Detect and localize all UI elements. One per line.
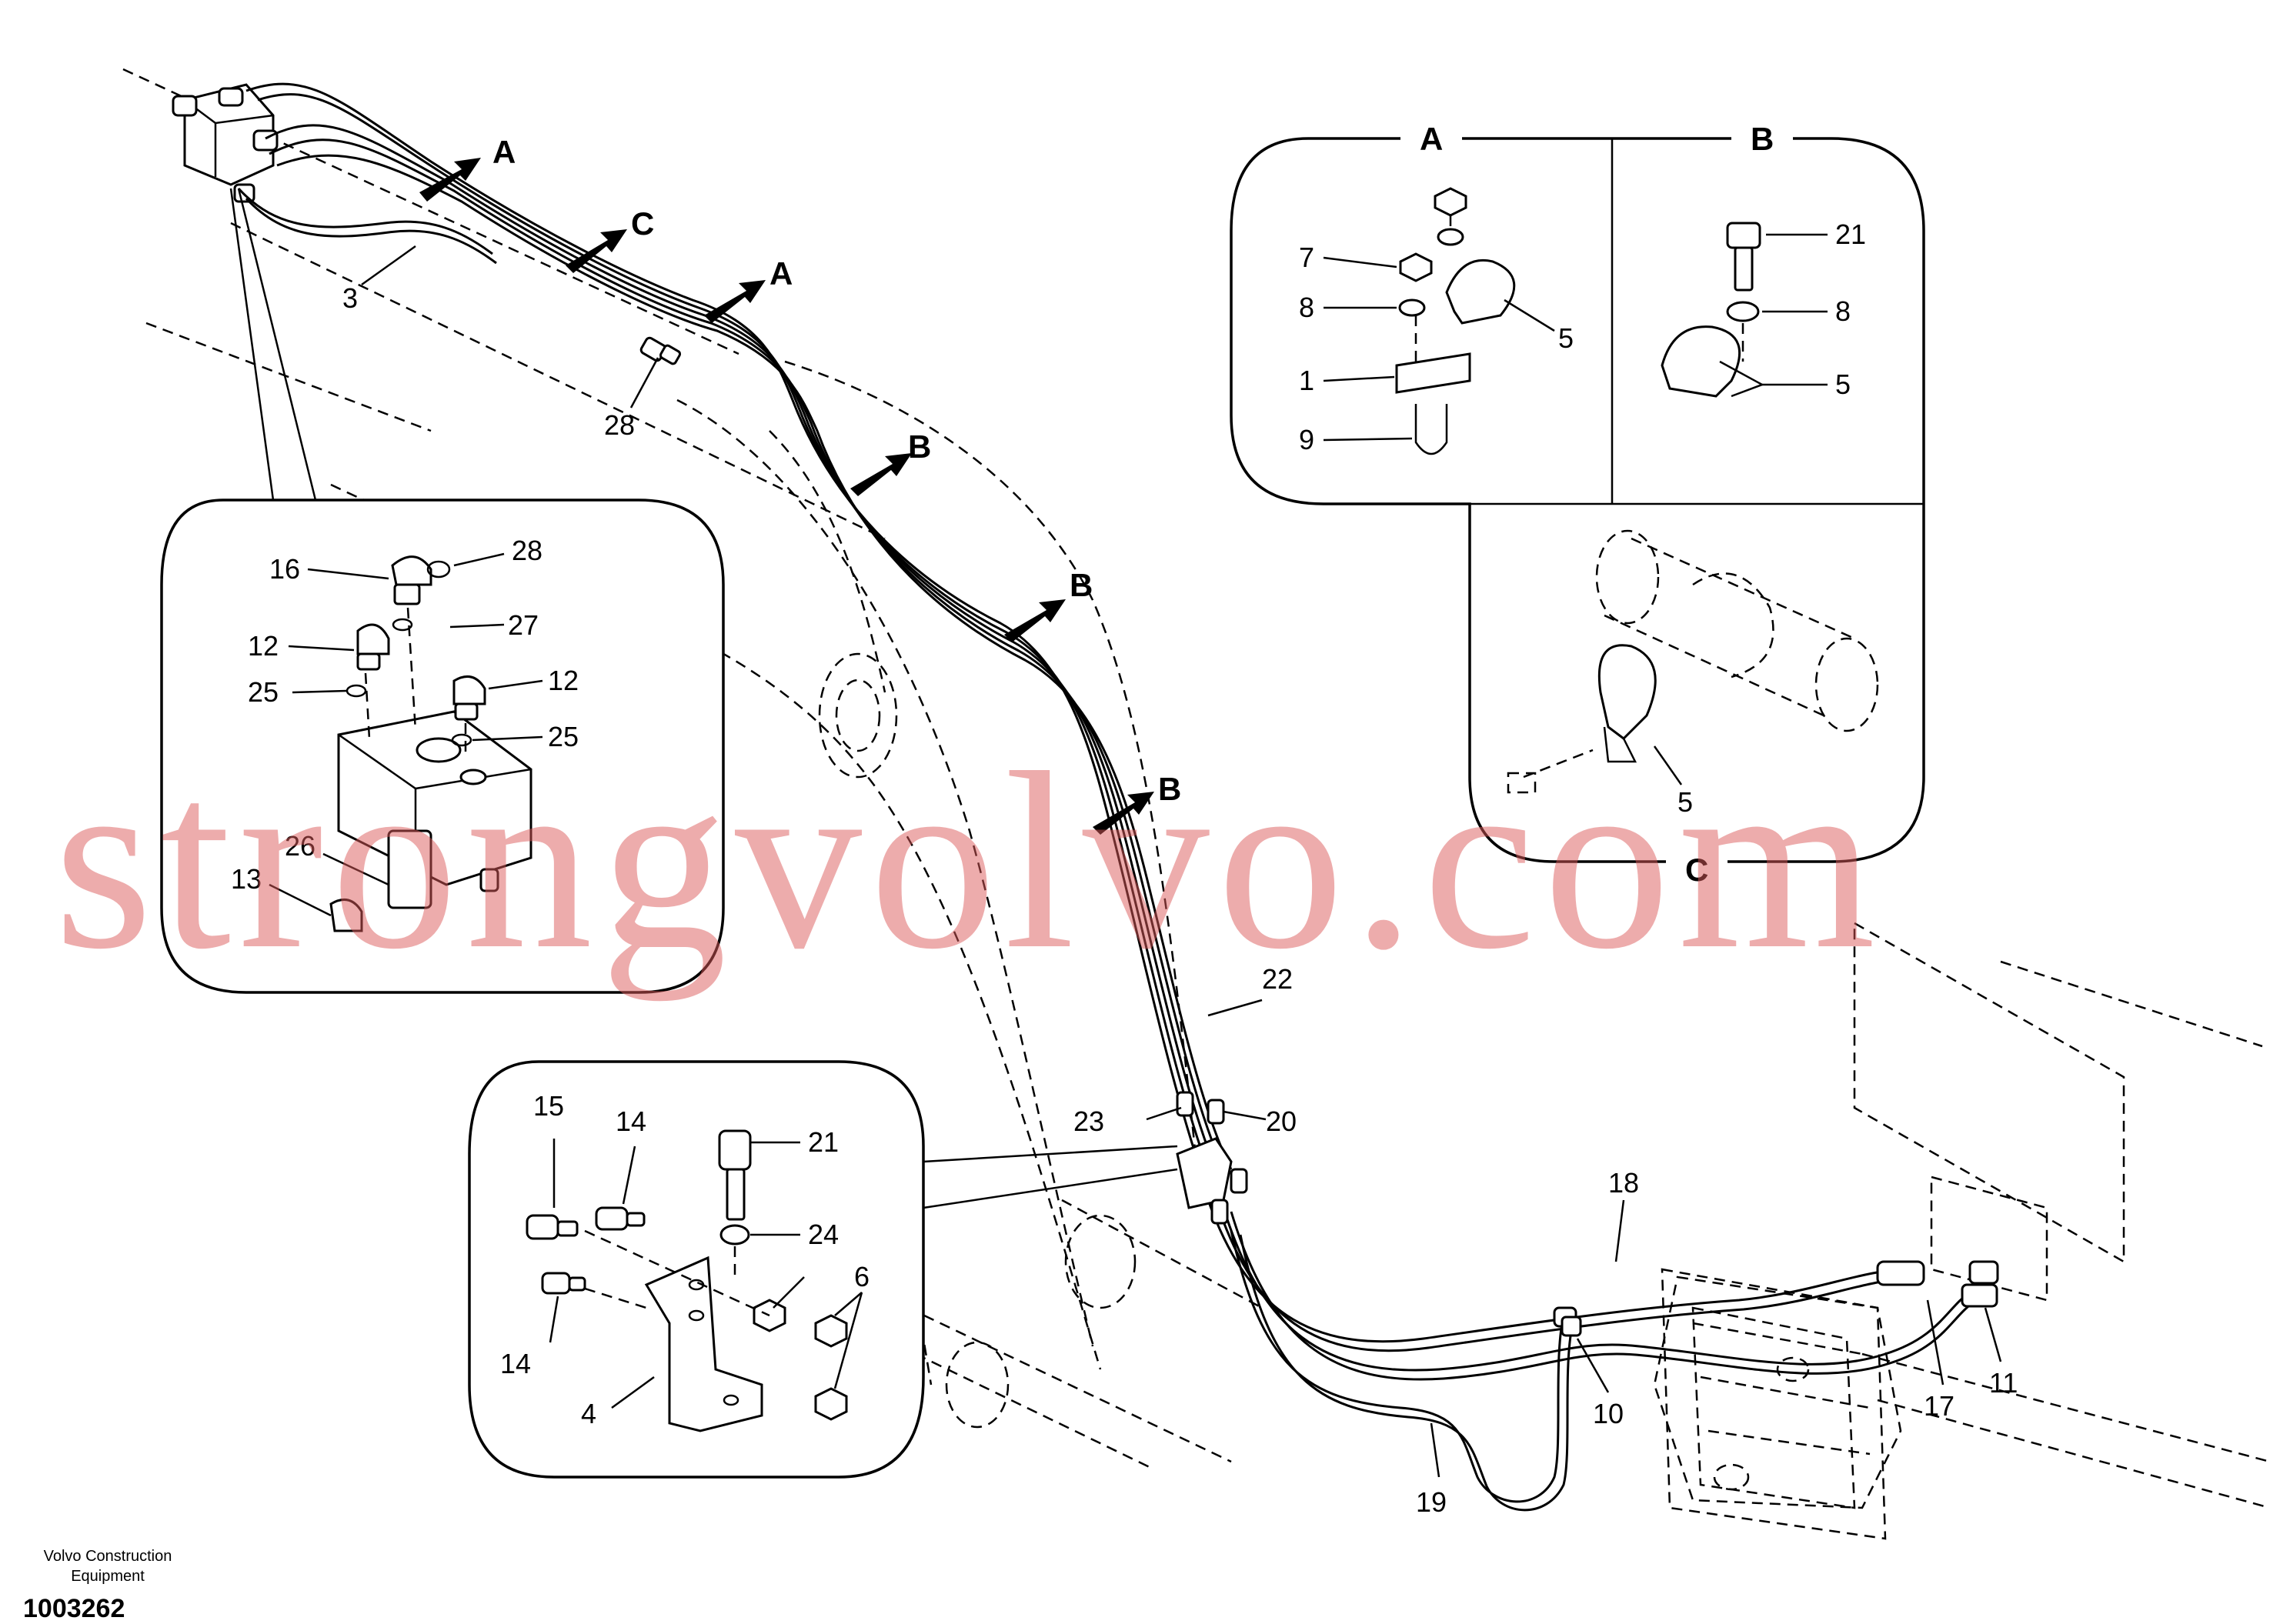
callout-24: 24 (808, 1219, 839, 1250)
callout-21: 21 (808, 1126, 839, 1158)
callout-5: 5 (1835, 368, 1851, 400)
arrow-label-b: B (1158, 771, 1181, 807)
section-b-title: B (1751, 121, 1774, 157)
callout-25: 25 (548, 721, 579, 752)
callout-9: 9 (1299, 424, 1314, 455)
callout-3: 3 (342, 282, 358, 314)
view-arrow (1093, 792, 1154, 835)
callout-5: 5 (1677, 786, 1693, 818)
callout-4: 4 (581, 1398, 596, 1429)
callout-28: 28 (512, 535, 542, 566)
callout-28: 28 (604, 409, 635, 441)
view-arrows: A C A B B B (419, 134, 1181, 835)
callout-5: 5 (1558, 322, 1574, 354)
company-name-line2: Equipment (71, 1568, 145, 1585)
callout-15: 15 (533, 1090, 564, 1122)
callout-10: 10 (1593, 1398, 1624, 1429)
footer: Volvo Construction Equipment 1003262 (23, 1546, 192, 1624)
arrow-label-b: B (1070, 567, 1093, 603)
section-a-title: A (1420, 121, 1443, 157)
callout-21: 21 (1835, 218, 1866, 250)
callout-14: 14 (616, 1105, 646, 1137)
callout-20: 20 (1266, 1105, 1297, 1137)
callout-16: 16 (269, 553, 300, 585)
inset-valve-detail: 16 28 12 27 25 12 25 26 13 (160, 188, 725, 994)
callout-23: 23 (1073, 1105, 1104, 1137)
callout-19: 19 (1416, 1486, 1447, 1518)
arrow-label-a: A (492, 134, 516, 170)
company-name-line1: Volvo Construction (43, 1548, 172, 1565)
callout-6: 6 (854, 1261, 870, 1292)
callout-26: 26 (285, 830, 315, 862)
arrow-label-c: C (631, 205, 654, 242)
control-valve (1653, 1276, 1902, 1509)
hose-bracket (1176, 1091, 1248, 1225)
callout-14: 14 (500, 1348, 531, 1379)
callout-22: 22 (1262, 963, 1293, 995)
callout-13: 13 (231, 863, 262, 895)
arrow-label-a: A (769, 255, 793, 292)
lower-hoses (1207, 1199, 1999, 1512)
view-arrow (850, 453, 912, 496)
view-arrow (1004, 599, 1066, 642)
callout-12: 12 (248, 630, 279, 662)
view-arrow (566, 229, 627, 273)
main-callouts: 3 28 22 23 20 18 19 10 17 11 (342, 245, 2018, 1518)
valve-block (172, 83, 279, 203)
section-c-title: C (1685, 852, 1708, 888)
inset-views-abc: A B C 7 8 1 9 5 21 8 5 (1230, 121, 1925, 888)
callout-27: 27 (508, 609, 539, 641)
callout-8: 8 (1835, 295, 1851, 327)
callout-25: 25 (248, 676, 279, 708)
callout-8: 8 (1299, 292, 1314, 323)
view-arrow (704, 280, 766, 323)
inset-bracket-detail: 15 14 21 24 6 14 4 (468, 1060, 1178, 1479)
callout-18: 18 (1608, 1167, 1639, 1199)
callout-7: 7 (1299, 242, 1314, 273)
callout-17: 17 (1924, 1390, 1955, 1422)
arrow-label-b: B (908, 429, 931, 465)
callout-1: 1 (1299, 365, 1314, 396)
callout-12: 12 (548, 665, 579, 696)
view-arrow (419, 158, 481, 202)
drawing-number: 1003262 (23, 1594, 125, 1623)
callout-11: 11 (1989, 1367, 2018, 1399)
